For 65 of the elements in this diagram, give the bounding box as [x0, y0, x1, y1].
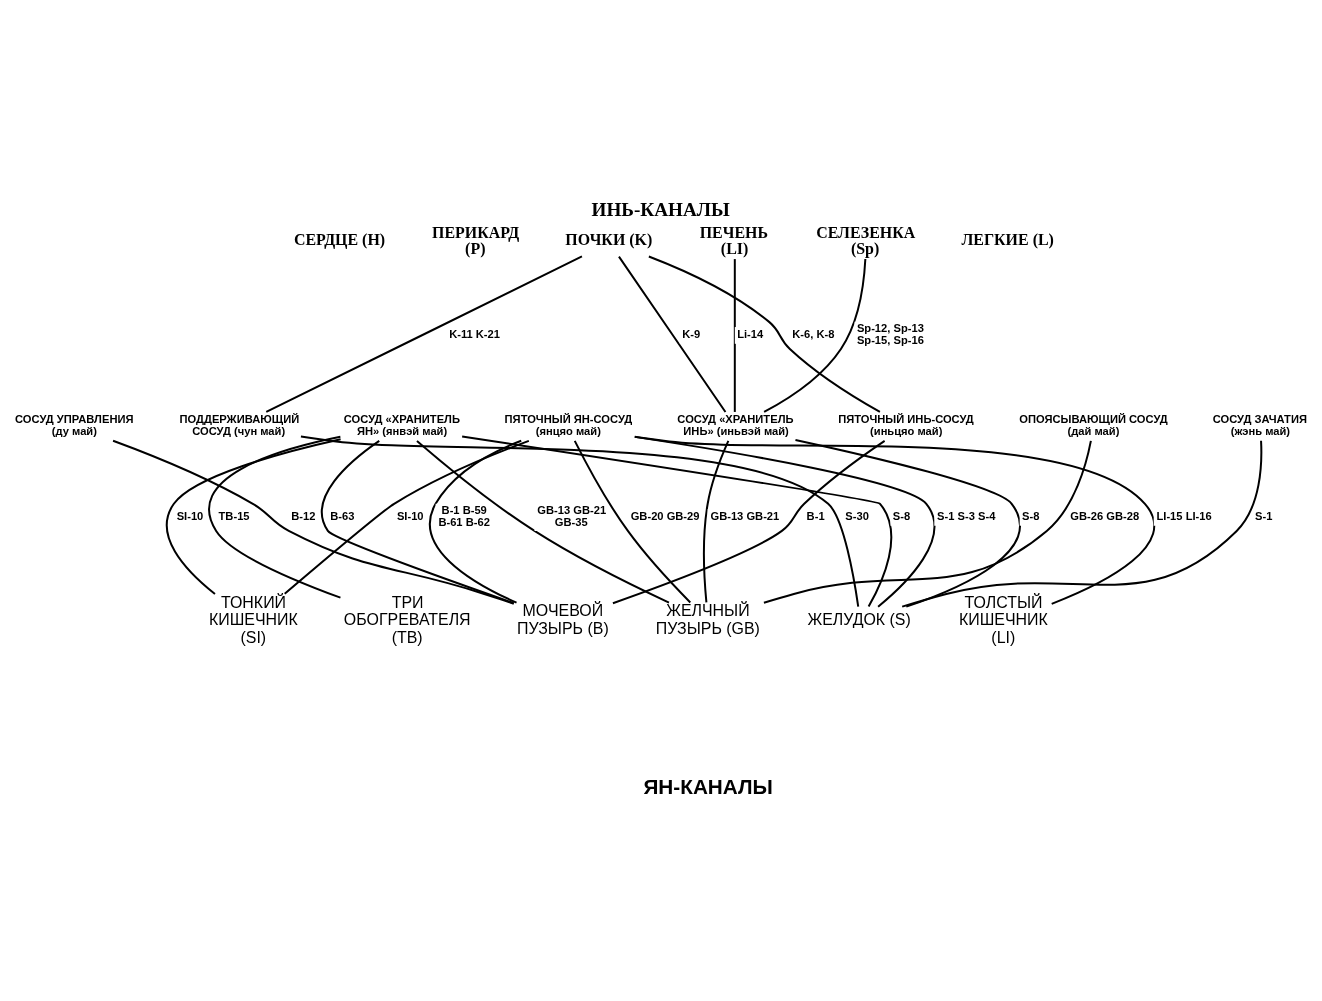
- node-text: ЖЕЛЧНЫЙ ПУЗЫРЬ (GB): [655, 601, 760, 637]
- edge-label: B-1 B-59 B-61 B-62: [438, 503, 490, 527]
- connector: [633, 435, 1156, 605]
- edge-label: S-8: [892, 509, 911, 522]
- diagram-title: ИНЬ-КАНАЛЫ: [591, 198, 730, 220]
- edge-label: S-30: [845, 509, 869, 522]
- connector: [208, 435, 342, 599]
- edge-label: B-1: [806, 509, 825, 522]
- edge-label: GB-20 GB-29: [630, 509, 700, 522]
- edge-label: B-63: [330, 509, 355, 522]
- node-text: СЕРДЦЕ (H): [293, 230, 386, 248]
- node-text: МОЧЕВОЙ ПУЗЫРЬ (B): [516, 601, 609, 637]
- connector: [611, 439, 886, 604]
- connector: [733, 257, 736, 413]
- connector: [573, 439, 692, 603]
- connector: [901, 439, 1263, 608]
- edge-label: K-11 K-21: [449, 327, 501, 340]
- node-text: ПОЧКИ (K): [565, 230, 653, 248]
- edge-label: Li-14: [737, 327, 764, 340]
- edge-label: S-1 S-3 S-4: [937, 509, 996, 522]
- connector: [428, 439, 523, 604]
- connector: [112, 439, 515, 605]
- node-text: СОСУД УПРАВЛЕНИЯ (ду май): [15, 412, 134, 437]
- edge-label: TB-15: [218, 509, 250, 522]
- connector: [647, 255, 881, 413]
- node-text: СОСУД «ХРАНИТЕЛЬ ИНЬ» (иньвэй май): [677, 412, 794, 437]
- node-text: ПЕЧЕНЬ (LI): [699, 223, 768, 257]
- edge-label: GB-26 GB-28: [1070, 509, 1140, 522]
- node-text: ТРИ ОБОГРЕВАТЕЛЯ (TB): [343, 593, 471, 646]
- node-text: ТОНКИЙ КИШЕЧНИК (SI): [208, 593, 298, 646]
- connector: [165, 437, 342, 595]
- edge-label: GB-13 GB-21 GB-35: [537, 503, 607, 527]
- node-text: СОСУД ЗАЧАТИЯ (жэнь май): [1212, 412, 1307, 437]
- connector: [762, 439, 1092, 604]
- node-text: ПЕРИКАРД (P): [432, 223, 520, 257]
- edge-label: SI-10: [396, 509, 424, 522]
- connector: [415, 439, 670, 604]
- node-text: ОПОЯСЫВАЮЩИЙ СОСУД (дай май): [1019, 412, 1168, 437]
- edge-label: Sp-12, Sp-13 Sp-15, Sp-16: [856, 321, 924, 346]
- connector: [265, 254, 583, 413]
- edge-label: S-1: [1255, 509, 1273, 522]
- node-text: ЛЕГКИЕ (L): [961, 230, 1054, 248]
- connector: [461, 434, 893, 608]
- edge-label: K-6, K-8: [792, 327, 835, 340]
- node-text: СОСУД «ХРАНИТЕЛЬ ЯН» (янвэй май): [343, 412, 460, 437]
- connector: [703, 439, 730, 603]
- connector: [794, 438, 1022, 608]
- node-text: ПОДДЕРЖИВАЮЩИЙ СОСУД (чун май): [179, 412, 300, 437]
- node-text: ПЯТОЧНЫЙ ИНЬ-СОСУД (иньцяо май): [838, 412, 974, 437]
- edge-label: GB-13 GB-21: [710, 509, 780, 522]
- node-text: ПЯТОЧНЫЙ ЯН-СОСУД (янцяо май): [504, 412, 633, 437]
- edge-label: LI-15 LI-16: [1156, 509, 1212, 522]
- caption: ЯН-КАНАЛЫ: [643, 774, 773, 798]
- connector: [763, 257, 867, 413]
- connector: [283, 439, 530, 595]
- node-text: ТОЛСТЫЙ КИШЕЧНИК (LI): [959, 593, 1048, 646]
- connector: [299, 435, 860, 607]
- connector: [320, 439, 515, 604]
- connector: [617, 255, 727, 413]
- edge-label: S-8: [1022, 509, 1040, 522]
- node-text: ЖЕЛУДОК (S): [807, 610, 911, 628]
- edge-label: B-12: [291, 509, 316, 522]
- edge-label: K-9: [682, 327, 701, 340]
- node-text: СЕЛЕЗЕНКА (Sp): [816, 223, 916, 257]
- edge-label: SI-10: [176, 509, 204, 522]
